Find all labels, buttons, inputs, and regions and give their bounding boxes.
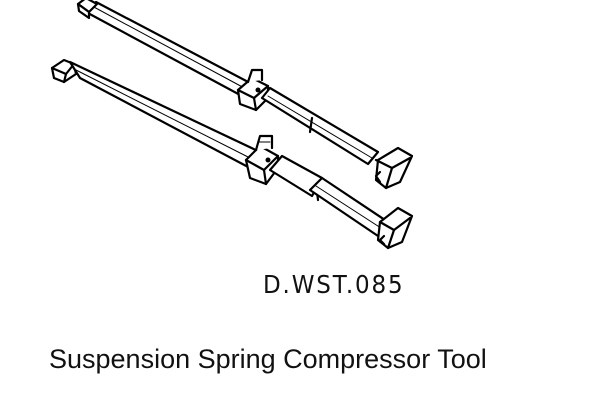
upper-rod-lower-tube [260,86,380,166]
lower-compressor-rod [50,58,414,250]
lower-rod-end-cap [50,58,78,84]
diagram-caption: Suspension Spring Compressor Tool [49,344,487,374]
part-code-label: D.WST.085 [263,270,405,299]
upper-compressor-rod [76,0,414,190]
